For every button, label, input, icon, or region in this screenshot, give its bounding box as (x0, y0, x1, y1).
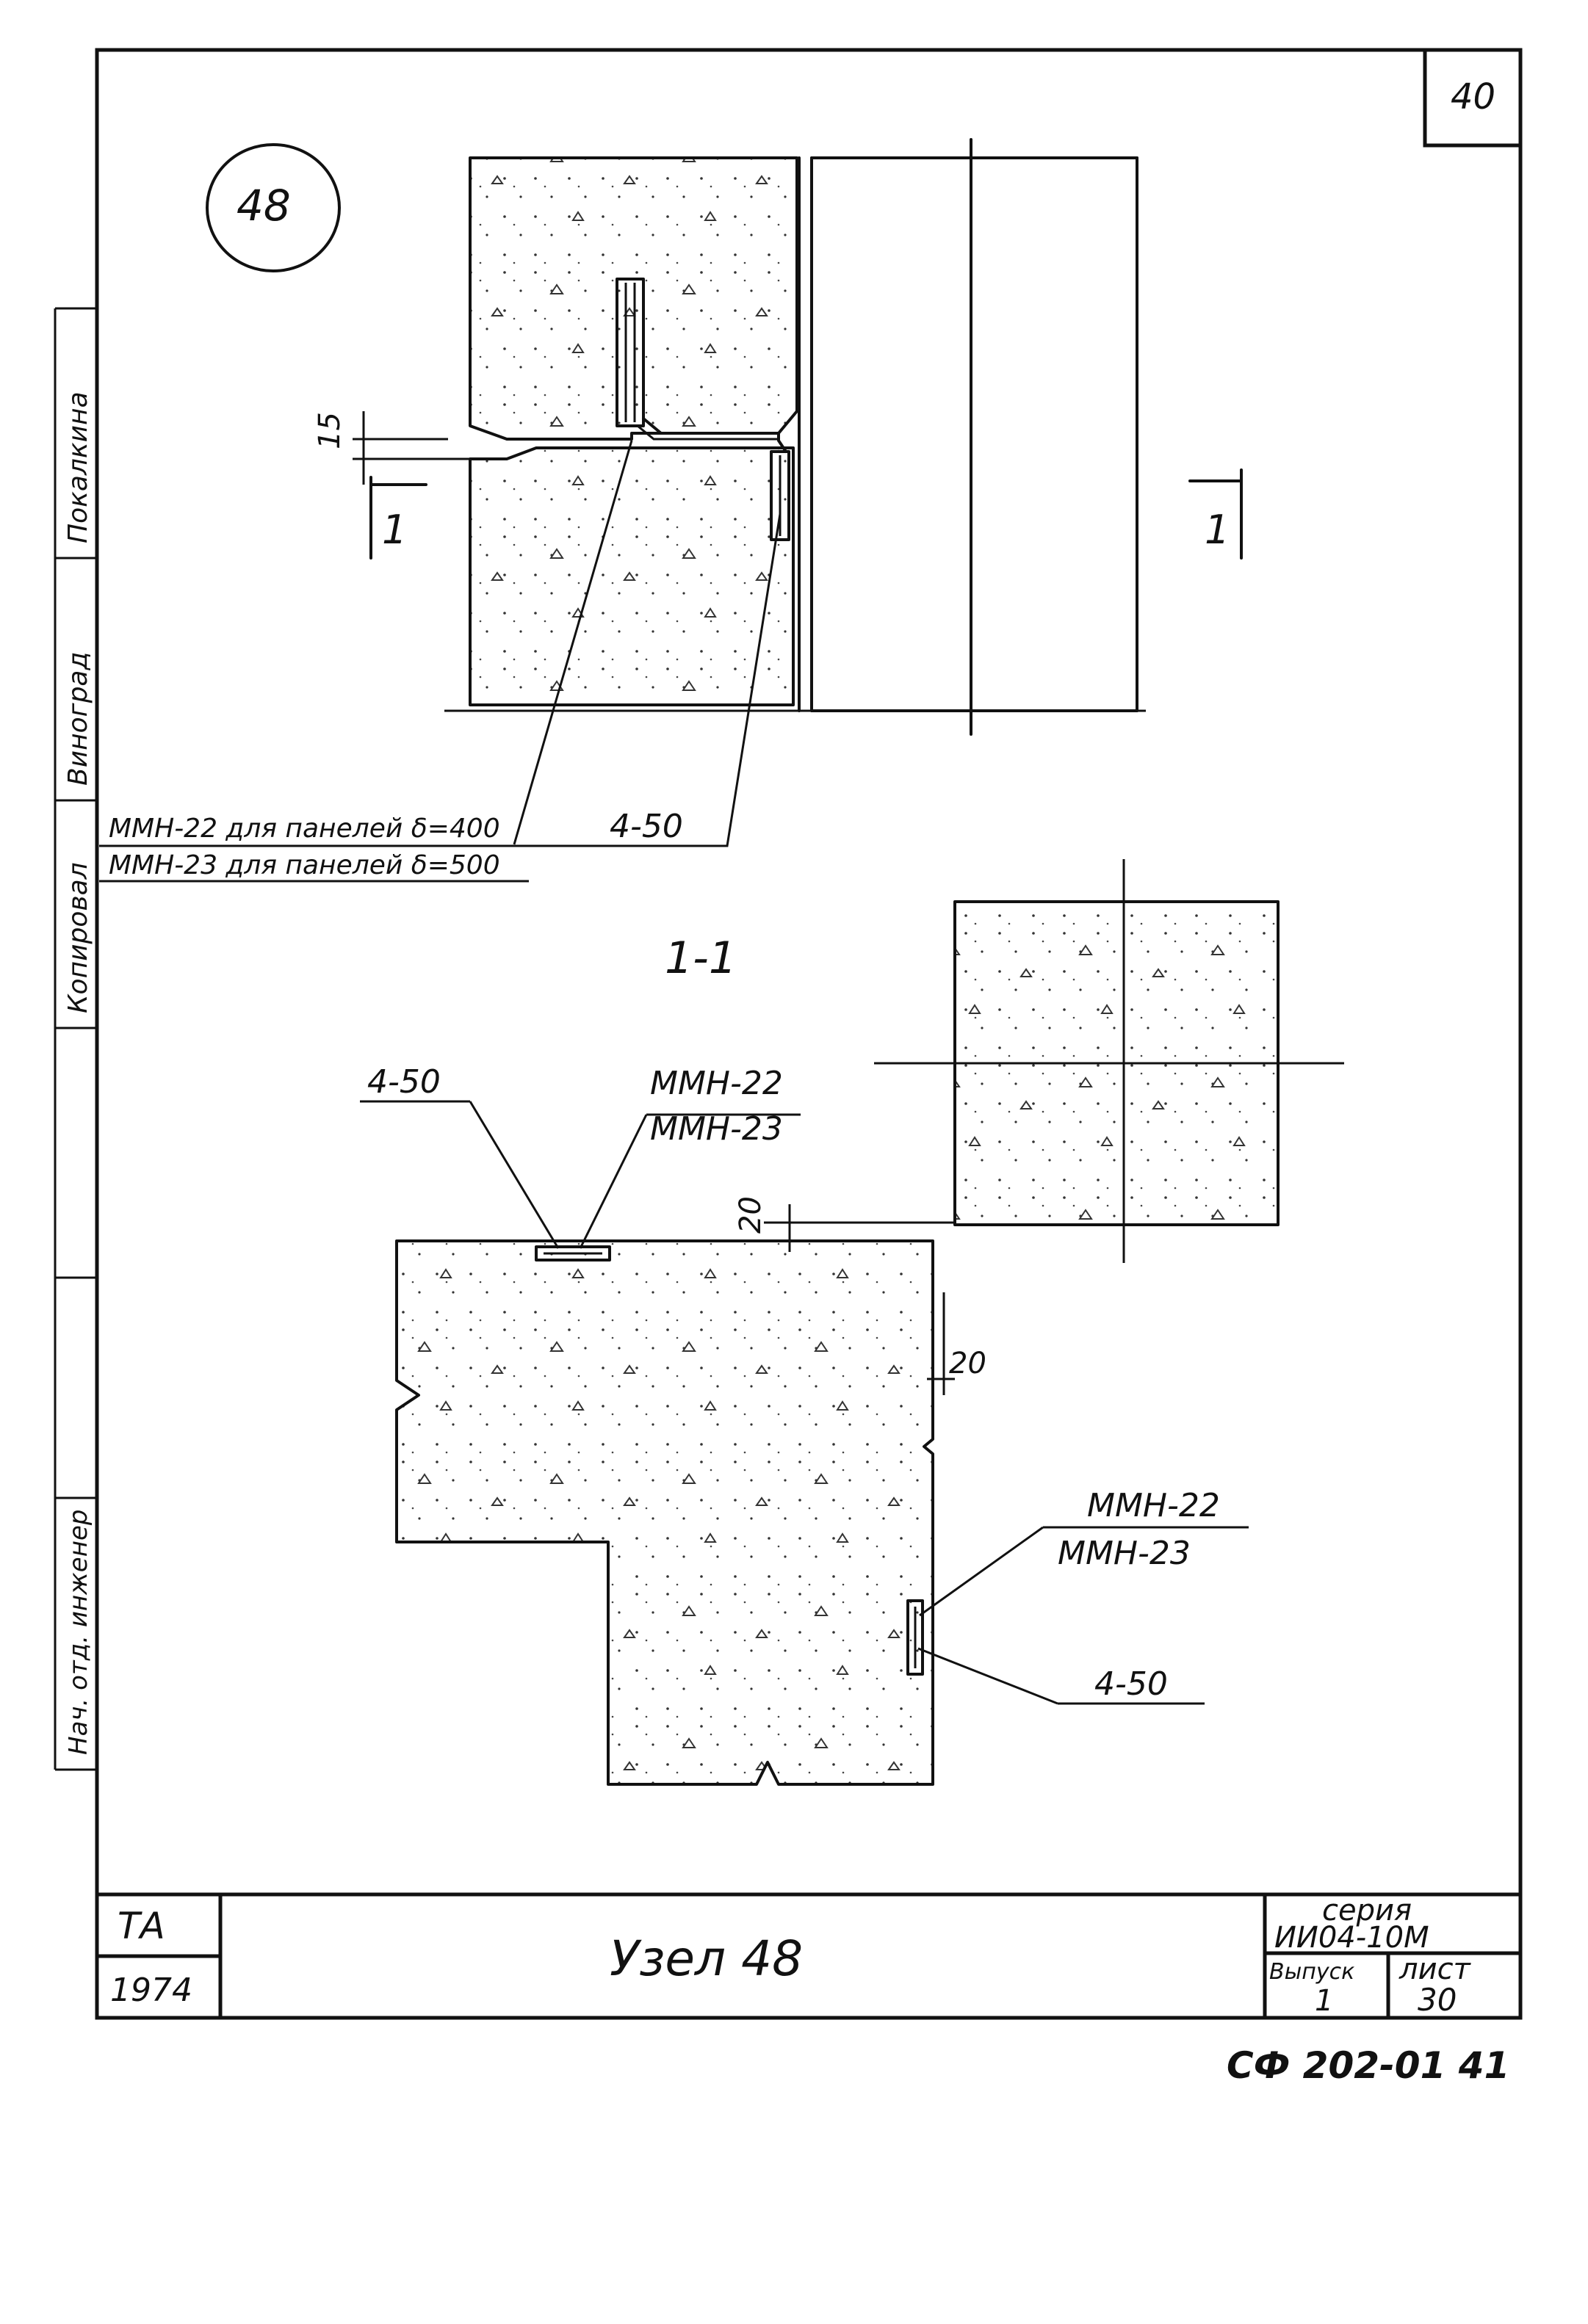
series-value: ИИ04-10М (1274, 1921, 1429, 1955)
dim-15: 15 (313, 412, 347, 449)
stamp-position: Нач. отд. инженер (64, 1510, 93, 1755)
section-mark-left: 1 (369, 476, 427, 560)
plate-top (535, 1245, 611, 1261)
callout-mmn22-panel: ММН-22 для панелей δ=400 (109, 814, 500, 844)
section-mark-right: 1 (1188, 468, 1243, 560)
sec-mmn23-a: ММН-23 (650, 1110, 783, 1148)
stamp-copied: Копировал (63, 862, 93, 1013)
callout-4-50-top: 4-50 (610, 808, 683, 845)
callout-mmn23-panel: ММН-23 для панелей δ=500 (109, 850, 500, 880)
sec-mmn22-a: ММН-22 (650, 1065, 783, 1102)
corner-number-box (1423, 50, 1520, 148)
node-number: 48 (237, 181, 291, 231)
stamp-signature: Виноград (63, 652, 93, 786)
side-stamp: Нач. отд. инженер Копировал Виноград Пок… (54, 307, 97, 1771)
drawing-title: Узел 48 (610, 1930, 803, 1987)
issue-label: Выпуск (1269, 1959, 1354, 1985)
node-number-badge: 48 (206, 143, 341, 272)
upper-panel (469, 156, 798, 441)
org-code: ТА (118, 1905, 165, 1947)
sheet-frame: 40 (95, 48, 1523, 2020)
panel-section (395, 1239, 934, 1786)
year: 1974 (110, 1972, 192, 2009)
sec-4-50-a: 4-50 (367, 1063, 441, 1101)
cut-mark-left: 1 (382, 507, 407, 553)
series-label: серия (1322, 1894, 1412, 1927)
stamp-name: Покалкина (63, 391, 93, 543)
sheet-label: лист (1398, 1952, 1472, 1986)
sheet-value: 30 (1418, 1982, 1457, 2018)
sec-mmn22-b: ММН-22 (1087, 1487, 1220, 1524)
section-title: 1-1 (665, 933, 737, 984)
embedded-plate (616, 278, 790, 541)
section-1-1: 20 20 (360, 859, 1344, 1786)
cut-mark-right: 1 (1205, 507, 1230, 553)
title-block: ТА 1974 Узел 48 серия ИИ04-10М Выпуск 1 … (97, 1892, 1520, 2018)
sec-mmn23-b: ММН-23 (1058, 1535, 1191, 1572)
plate-right (906, 1599, 924, 1676)
sec-4-50-b: 4-50 (1094, 1665, 1168, 1703)
lower-panel (469, 446, 795, 706)
issue-value: 1 (1315, 1984, 1333, 2018)
dim-20-b: 20 (949, 1347, 986, 1380)
elevation-detail: 15 1 1 (99, 138, 1243, 883)
corner-number: 40 (1451, 76, 1495, 117)
dim-20-a: 20 (734, 1196, 768, 1234)
footer-code: СФ 202-01 41 (1227, 2044, 1509, 2087)
